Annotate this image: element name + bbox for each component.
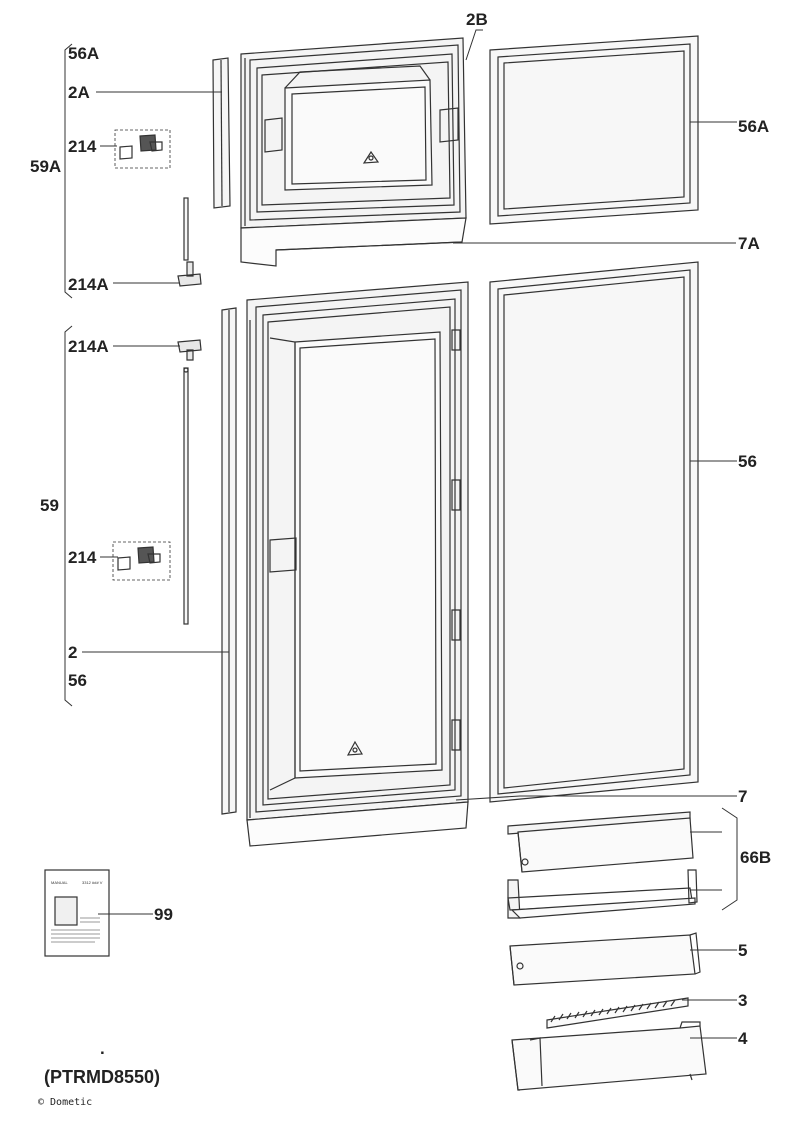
label-2: 2: [68, 643, 78, 662]
hinge-pin-upper: [183, 197, 189, 261]
label-59a: 59A: [30, 157, 62, 176]
label-214-top: 214: [68, 137, 97, 156]
label-2b: 2B: [466, 10, 488, 29]
label-214a-top: 214A: [68, 275, 109, 294]
door-shelf-66b-top: [507, 811, 694, 873]
label-5: 5: [738, 941, 748, 960]
hinge-214a-upper: [177, 261, 202, 287]
gasket-56a: [489, 35, 699, 225]
hinge-pin-lower: [183, 367, 189, 625]
label-99: 99: [154, 905, 173, 924]
door-shelf-66b-bottom: [507, 869, 698, 919]
label-7: 7: [738, 787, 748, 806]
label-4: 4: [738, 1029, 748, 1048]
fridge-door: [246, 281, 469, 847]
label-214a-mid: 214A: [68, 337, 109, 356]
model-number: (PTRMD8550): [44, 1067, 161, 1087]
hinge-214a-lower: [177, 339, 202, 361]
label-56-right: 56: [738, 452, 757, 471]
gasket-56: [489, 261, 699, 803]
label-56a-right: 56A: [738, 117, 770, 136]
hinge-kit-214-bottom: [112, 541, 171, 581]
bin-4: [511, 1021, 707, 1091]
label-2a: 2A: [68, 83, 90, 102]
freezer-door: [240, 37, 467, 267]
grille-3: [546, 997, 689, 1029]
hinge-kit-214-top: [114, 129, 171, 169]
label-3: 3: [738, 991, 748, 1010]
copyright: © Dometic: [38, 1097, 93, 1108]
label-214-bottom: 214: [68, 548, 97, 567]
label-66b: 66B: [740, 848, 772, 867]
leader-lines: [64, 29, 738, 1039]
footer-dot: .: [100, 1039, 105, 1058]
label-59: 59: [40, 496, 59, 515]
label-56: 56: [68, 671, 87, 690]
label-7a: 7A: [738, 234, 760, 253]
manual-title: MANUAL: [51, 880, 68, 885]
manual-code: 3312 ### V: [82, 880, 103, 885]
label-56a-top: 56A: [68, 44, 100, 63]
manual-99: [44, 869, 110, 957]
door-shelf-5: [509, 932, 701, 986]
